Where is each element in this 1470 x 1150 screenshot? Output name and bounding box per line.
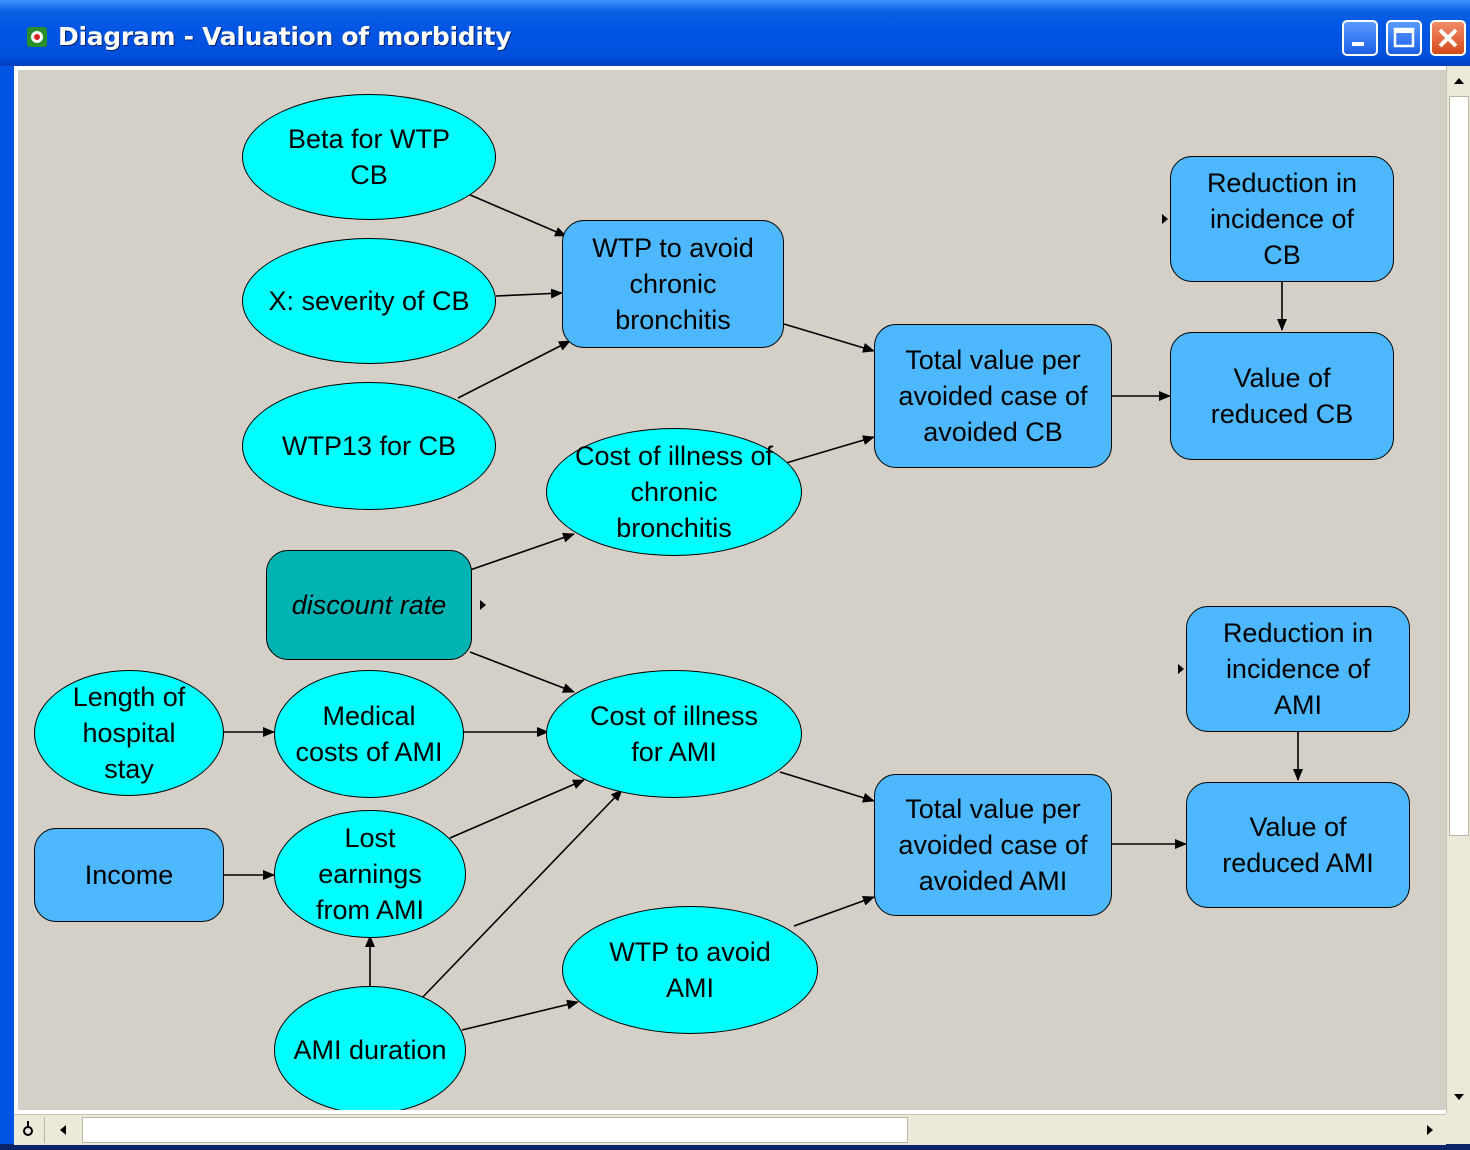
node-wtp13-cb[interactable]: WTP13 for CB bbox=[242, 382, 496, 510]
window-title: Diagram - Valuation of morbidity bbox=[58, 22, 512, 51]
node-label: Cost of illness of chronic bronchitis bbox=[574, 441, 774, 543]
app-icon bbox=[27, 27, 47, 47]
node-label: Reduction in incidence of CB bbox=[1206, 168, 1358, 270]
arrow-lost-to-cost-ami bbox=[449, 779, 585, 839]
node-income[interactable]: Income bbox=[34, 828, 224, 922]
scrollbar-corner bbox=[1446, 1114, 1470, 1144]
node-label: Total value per avoided case of avoided … bbox=[898, 794, 1088, 896]
arrow-cost-cb-to-total-cb bbox=[785, 435, 875, 464]
close-button[interactable] bbox=[1430, 20, 1466, 56]
arrow-discount-to-cost-cb bbox=[469, 532, 575, 571]
node-label: AMI duration bbox=[293, 1035, 447, 1065]
scroll-up-button[interactable] bbox=[1447, 66, 1470, 94]
arrow-severity-to-wtp-cb bbox=[495, 288, 563, 299]
client-area: Beta for WTP CB X: severity of CB WTP13 … bbox=[14, 66, 1470, 1145]
node-wtp-avoid-cb[interactable]: WTP to avoid chronic bronchitis bbox=[562, 220, 784, 348]
diagram-canvas[interactable]: Beta for WTP CB X: severity of CB WTP13 … bbox=[18, 70, 1446, 1110]
vertical-scrollbar[interactable] bbox=[1446, 66, 1470, 1114]
minimize-icon bbox=[1352, 42, 1364, 46]
node-total-value-ami[interactable]: Total value per avoided case of avoided … bbox=[874, 774, 1112, 916]
node-reduction-ami[interactable]: Reduction in incidence of AMI bbox=[1186, 606, 1410, 732]
horizontal-scrollbar[interactable] bbox=[14, 1114, 1446, 1145]
arrow-left-icon bbox=[60, 1125, 66, 1135]
arrow-duration-to-cost-ami bbox=[419, 789, 623, 1001]
scroll-right-button[interactable] bbox=[1416, 1117, 1444, 1143]
node-discount-rate[interactable]: discount rate bbox=[266, 550, 472, 660]
maximize-icon bbox=[1393, 27, 1415, 48]
arrow-down-icon bbox=[1454, 1094, 1464, 1100]
arrow-up-icon bbox=[1454, 78, 1464, 84]
zoom-toggle-button[interactable] bbox=[16, 1117, 45, 1143]
node-value-reduced-cb[interactable]: Value of reduced CB bbox=[1170, 332, 1394, 460]
maximize-button[interactable] bbox=[1386, 20, 1422, 56]
input-marker-icon bbox=[1162, 214, 1168, 224]
scroll-down-button[interactable] bbox=[1447, 1084, 1470, 1112]
node-severity-cb[interactable]: X: severity of CB bbox=[242, 238, 496, 364]
node-label: Beta for WTP CB bbox=[287, 124, 451, 190]
node-label: X: severity of CB bbox=[268, 286, 470, 316]
vertical-scroll-thumb[interactable] bbox=[1449, 96, 1469, 836]
input-marker-icon bbox=[480, 600, 486, 610]
node-beta-wtp-cb[interactable]: Beta for WTP CB bbox=[242, 94, 496, 220]
node-total-value-cb[interactable]: Total value per avoided case of avoided … bbox=[874, 324, 1112, 468]
node-label: WTP to avoid AMI bbox=[609, 937, 771, 1003]
node-label: discount rate bbox=[291, 590, 447, 620]
arrow-right-icon bbox=[1427, 1125, 1433, 1135]
arrow-wtp-cb-to-total-cb bbox=[783, 323, 875, 353]
node-cost-illness-cb[interactable]: Cost of illness of chronic bronchitis bbox=[546, 428, 802, 556]
horizontal-scroll-thumb[interactable] bbox=[82, 1117, 908, 1143]
node-ami-duration[interactable]: AMI duration bbox=[274, 986, 466, 1110]
arrow-wtp13-to-wtp-cb bbox=[457, 340, 571, 399]
minimize-button[interactable] bbox=[1342, 20, 1378, 56]
node-medical-costs-ami[interactable]: Medical costs of AMI bbox=[274, 670, 464, 798]
node-cost-illness-ami[interactable]: Cost of illness for AMI bbox=[546, 670, 802, 798]
node-label: Cost of illness for AMI bbox=[589, 701, 759, 767]
node-reduction-cb[interactable]: Reduction in incidence of CB bbox=[1170, 156, 1394, 282]
arrow-beta-to-wtp-cb bbox=[467, 193, 567, 237]
node-label: Medical costs of AMI bbox=[295, 701, 443, 767]
scroll-left-button[interactable] bbox=[48, 1117, 78, 1143]
node-label: Lost earnings from AMI bbox=[315, 823, 424, 925]
node-label: Value of reduced CB bbox=[1210, 363, 1354, 429]
node-label: Income bbox=[84, 860, 174, 890]
arrow-cost-ami-to-total-ami bbox=[779, 771, 875, 803]
title-bar[interactable]: Diagram - Valuation of morbidity bbox=[0, 0, 1470, 66]
arrows-layer bbox=[224, 193, 1303, 1031]
node-label: Length of hospital stay bbox=[72, 682, 186, 784]
node-label: Total value per avoided case of avoided … bbox=[898, 345, 1088, 447]
node-label: Value of reduced AMI bbox=[1222, 812, 1374, 878]
node-lost-earnings-ami[interactable]: Lost earnings from AMI bbox=[274, 810, 466, 938]
node-label: WTP to avoid chronic bronchitis bbox=[592, 233, 754, 335]
node-wtp-avoid-ami[interactable]: WTP to avoid AMI bbox=[562, 906, 818, 1034]
zoom-icon bbox=[23, 1121, 33, 1136]
arrow-wtp-ami-to-total-ami bbox=[793, 896, 875, 927]
close-icon bbox=[1438, 28, 1458, 48]
input-marker-icon bbox=[1178, 664, 1184, 674]
node-label: Reduction in incidence of AMI bbox=[1222, 618, 1374, 720]
node-value-reduced-ami[interactable]: Value of reduced AMI bbox=[1186, 782, 1410, 908]
node-length-stay[interactable]: Length of hospital stay bbox=[34, 670, 224, 796]
node-label: WTP13 for CB bbox=[281, 431, 457, 461]
arrow-discount-to-cost-ami bbox=[469, 651, 575, 693]
arrow-duration-to-wtp-ami bbox=[461, 999, 579, 1031]
